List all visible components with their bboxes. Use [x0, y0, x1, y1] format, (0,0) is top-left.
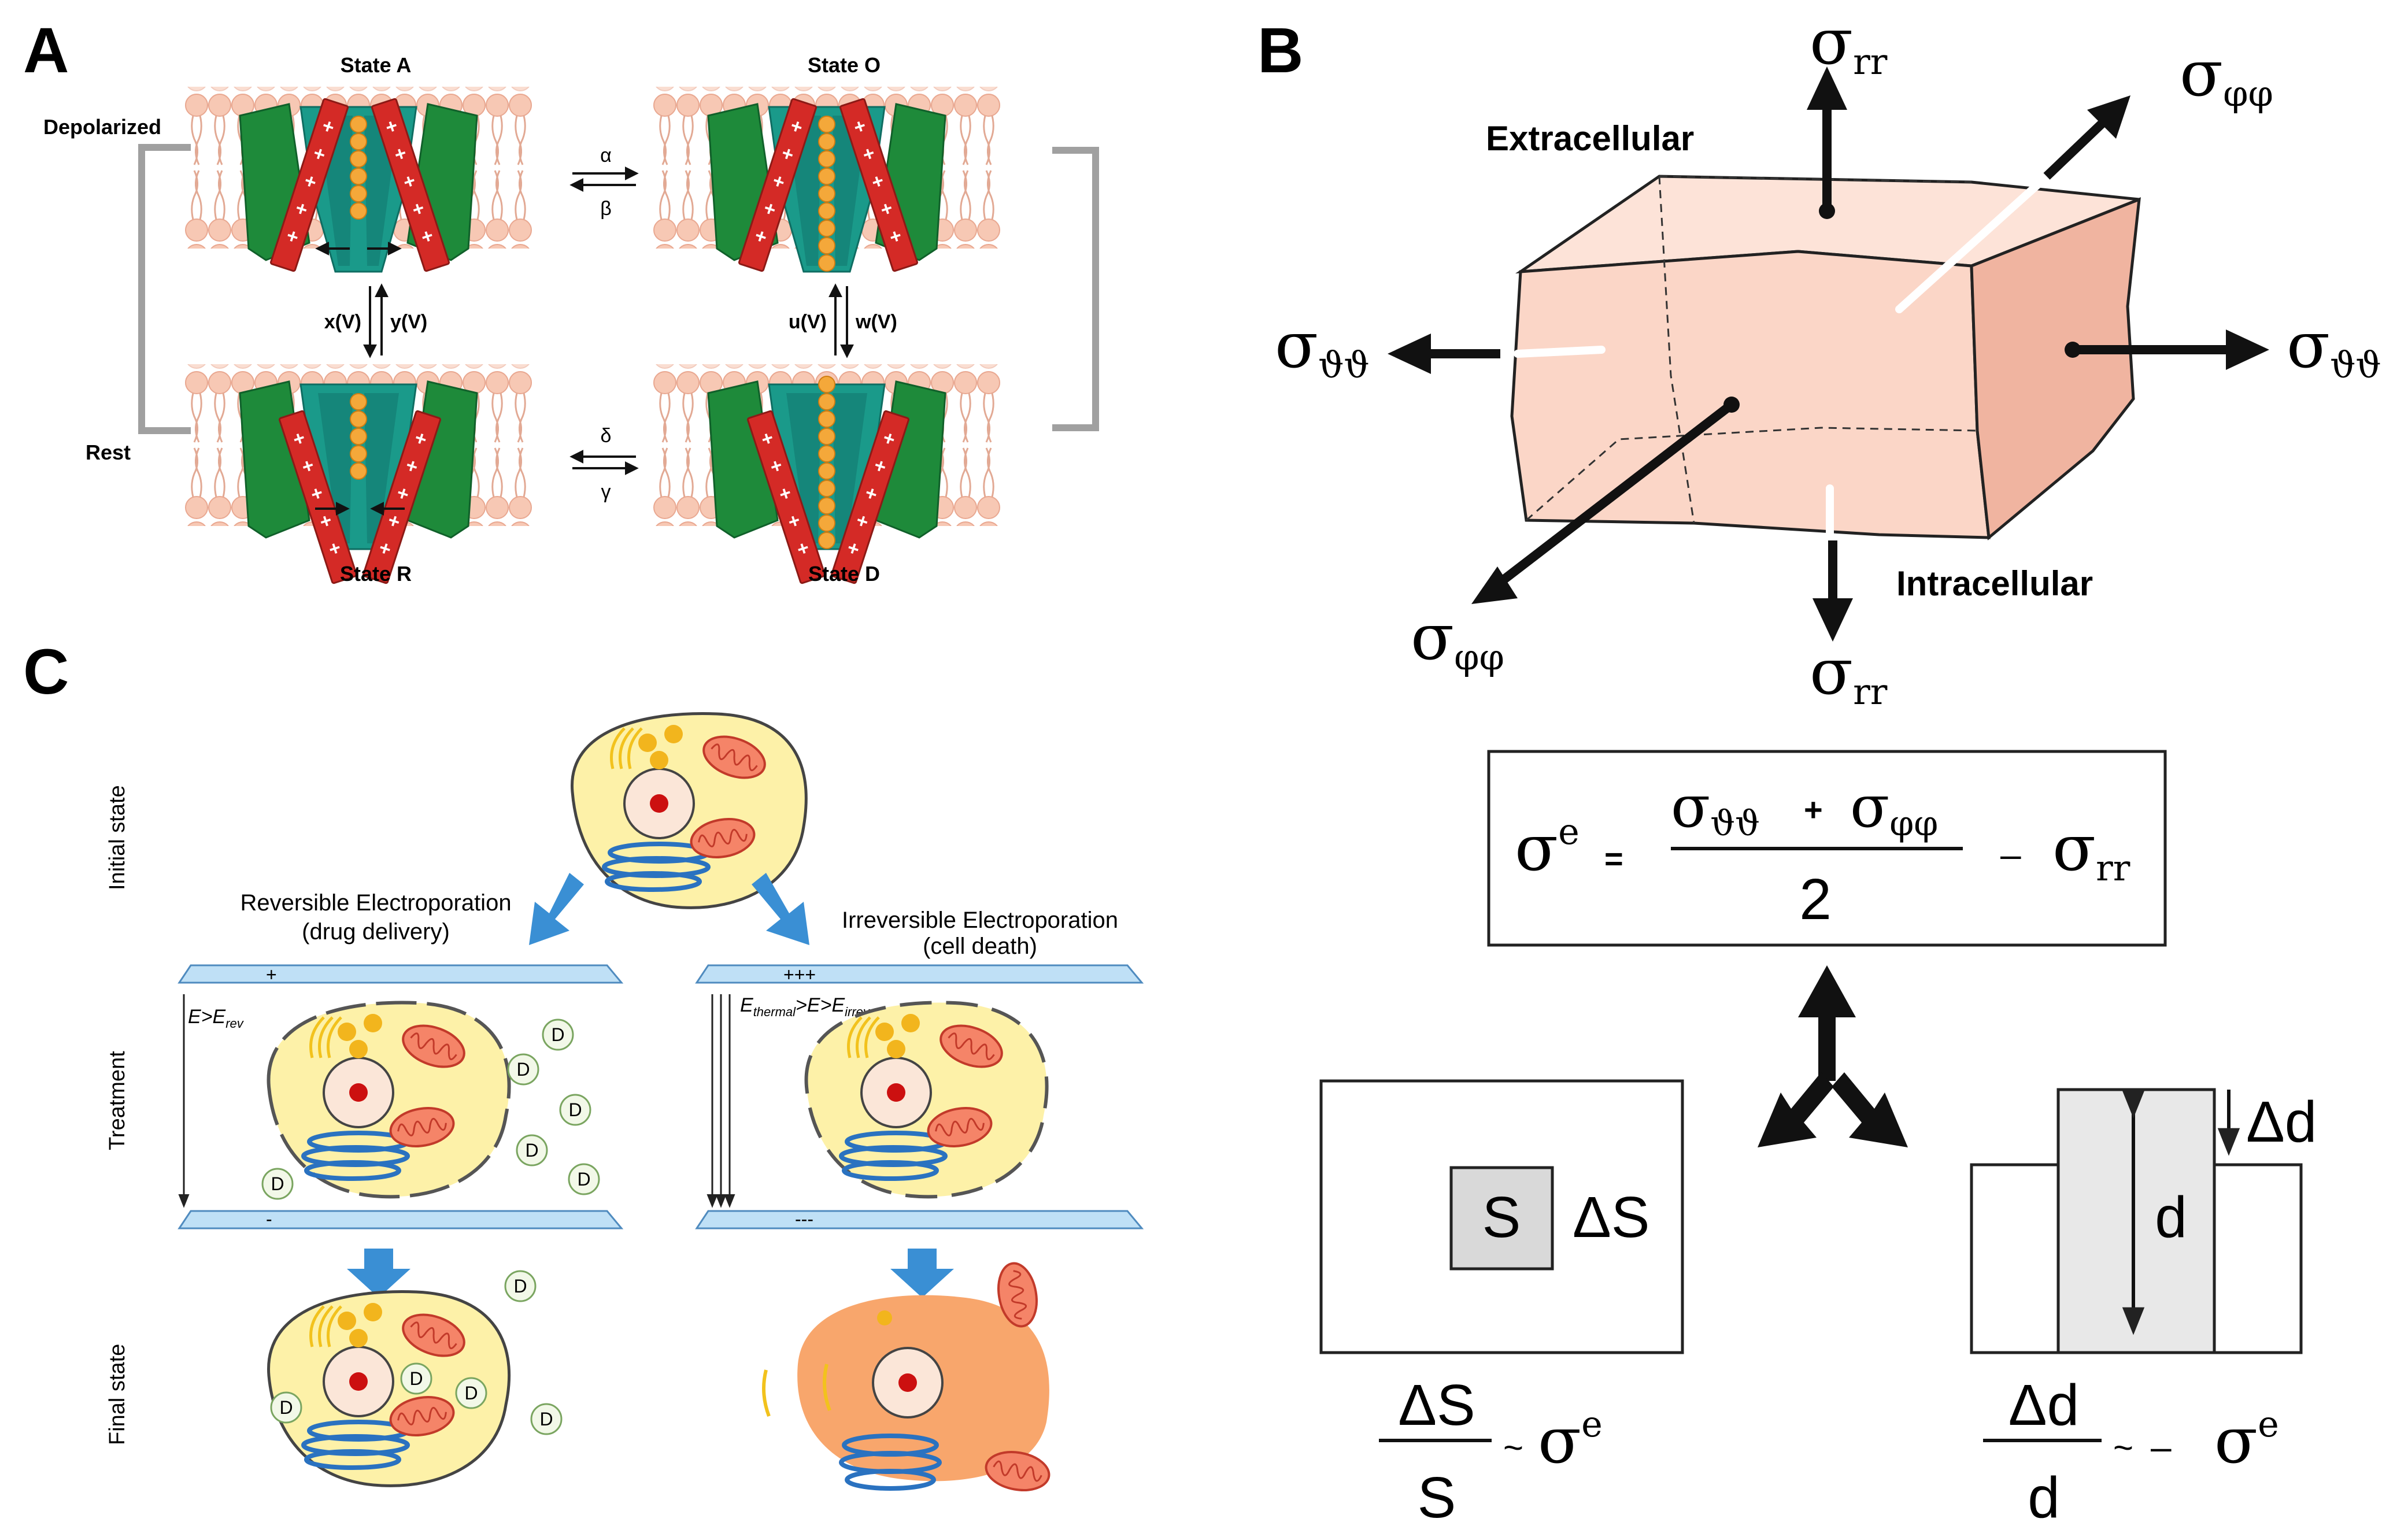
denominator-two: 2 [1799, 867, 1832, 932]
sigma-rr-rhs: σrr [2052, 811, 2130, 889]
drug-molecules-final: D D D D D [270, 1270, 563, 1435]
delta-s-label: ΔS [1573, 1185, 1650, 1250]
thickness-right-block [2213, 1163, 2303, 1354]
numerator-sigma-tt: σϑϑ [1671, 773, 1760, 844]
sigma-rr-bottom: σrr [1810, 635, 1888, 713]
rate-alpha: α [600, 145, 612, 166]
frac-d: d [2028, 1465, 2060, 1530]
state-a-label: State A [341, 53, 412, 77]
s-label: S [1482, 1185, 1521, 1250]
frac-delta-s: ΔS [1398, 1373, 1475, 1438]
svg-text:D: D [539, 1409, 553, 1429]
reversible-label-line2: (drug delivery) [302, 919, 450, 945]
channel-state-a [184, 86, 533, 273]
svg-text:D: D [271, 1173, 284, 1194]
rate-delta: δ [601, 425, 612, 447]
rate-y: y(V) [390, 311, 427, 333]
plate-top-right-sign: +++ [783, 964, 816, 985]
reversible-final-cell [267, 1290, 511, 1487]
initial-cell [571, 712, 808, 909]
rate-w: w(V) [855, 311, 897, 333]
tri-arrow [1758, 965, 1908, 1147]
rest-label: Rest [86, 440, 131, 464]
channel-state-r [184, 363, 533, 584]
thickness-left-block [1970, 1163, 2060, 1354]
blue-arrows [347, 873, 954, 1298]
tilde-right: ~ [2113, 1428, 2133, 1467]
equation-minus: – [2000, 834, 2021, 875]
rate-u: u(V) [789, 311, 827, 333]
cube-front-face [1510, 250, 1991, 539]
sigma-pp-top: σφφ [2180, 36, 2273, 114]
panel-a: A State A State O [23, 15, 1099, 586]
svg-text:D: D [525, 1140, 538, 1161]
intracellular-label: Intracellular [1896, 564, 2093, 603]
svg-text:D: D [279, 1397, 293, 1418]
panel-b: B [1257, 5, 2381, 1530]
reversible-treatment-cell [267, 1001, 511, 1199]
depolarized-rest-bracket-left [138, 144, 191, 434]
plate-bottom-right-sign: --- [795, 1209, 813, 1229]
frac-s: S [1418, 1465, 1456, 1530]
state-d-label: State D [808, 562, 880, 586]
s-square [1449, 1166, 1554, 1271]
irreversible-treatment-cell [804, 1001, 1049, 1199]
reversible-label-line1: Reversible Electroporation [240, 890, 511, 916]
svg-text:D: D [409, 1368, 423, 1389]
svg-text:D: D [513, 1276, 527, 1297]
state-r-label: State R [340, 562, 412, 586]
plate-bottom-right [695, 1210, 1144, 1229]
dead-cell [762, 1259, 1053, 1497]
irreversible-label-line1: Irreversible Electroporation [842, 908, 1118, 933]
svg-text:D: D [568, 1099, 582, 1120]
final-state-label: Final state [105, 1344, 130, 1445]
state-o-label: State O [808, 53, 881, 77]
sigma-e-lhs: σe [1515, 810, 1580, 885]
d-label: d [2155, 1185, 2187, 1250]
sigma-pp-bottom: σφφ [1411, 600, 1504, 678]
numerator-sigma-pp: σφφ [1850, 773, 1938, 844]
drug-molecules-treatment: D D D D D D [261, 1019, 600, 1200]
irreversible-label-line2: (cell death) [923, 934, 1037, 959]
panel-a-letter: A [23, 15, 69, 86]
sigma-tt-right: σϑϑ [2287, 308, 2381, 386]
equals-sign: = [1604, 840, 1623, 877]
plate-top-left [177, 964, 624, 984]
sigma-e-right: σe [2214, 1403, 2279, 1477]
plate-bottom-left [177, 1210, 624, 1229]
plate-top-right [695, 964, 1144, 984]
plate-bottom-left-sign: - [266, 1209, 272, 1229]
treatment-label: Treatment [105, 1051, 130, 1150]
cube-side-face [1970, 197, 2141, 540]
channel-state-o [652, 86, 1001, 273]
sigma-tt-left: σϑϑ [1275, 308, 1370, 386]
svg-text:D: D [464, 1383, 478, 1403]
panel-b-letter: B [1257, 15, 1303, 86]
panel-c-letter: C [23, 636, 69, 708]
svg-text:D: D [516, 1059, 530, 1080]
delta-d-label: Δd [2246, 1090, 2317, 1154]
rate-gamma: γ [601, 481, 611, 503]
svg-text:D: D [551, 1024, 564, 1045]
numerator-plus: + [1804, 791, 1823, 828]
rate-beta: β [600, 198, 612, 220]
plate-top-left-sign: + [266, 964, 277, 985]
svg-text:D: D [577, 1169, 590, 1190]
sigma-rr-top: σrr [1810, 5, 1888, 83]
e-thermal-condition: Ethermal>E>Eirrev [740, 994, 871, 1019]
channel-state-d [652, 363, 1001, 584]
initial-state-label: Initial state [105, 785, 130, 890]
frac-delta-d: Δd [2008, 1373, 2079, 1438]
e-rev-condition: E>Erev [188, 1006, 245, 1031]
extracellular-label: Extracellular [1486, 119, 1694, 158]
tilde-left: ~ [1503, 1428, 1523, 1467]
membrane-thickness [2056, 1088, 2216, 1354]
depolarized-label: Depolarized [43, 115, 161, 139]
sigma-e-left: σe [1538, 1403, 1603, 1477]
rate-x: x(V) [324, 311, 361, 333]
bracket-right [1052, 147, 1099, 431]
panel-c: C Initial state Treatment Final state Re… [23, 636, 1144, 1497]
minus-right: – [2151, 1426, 2172, 1468]
